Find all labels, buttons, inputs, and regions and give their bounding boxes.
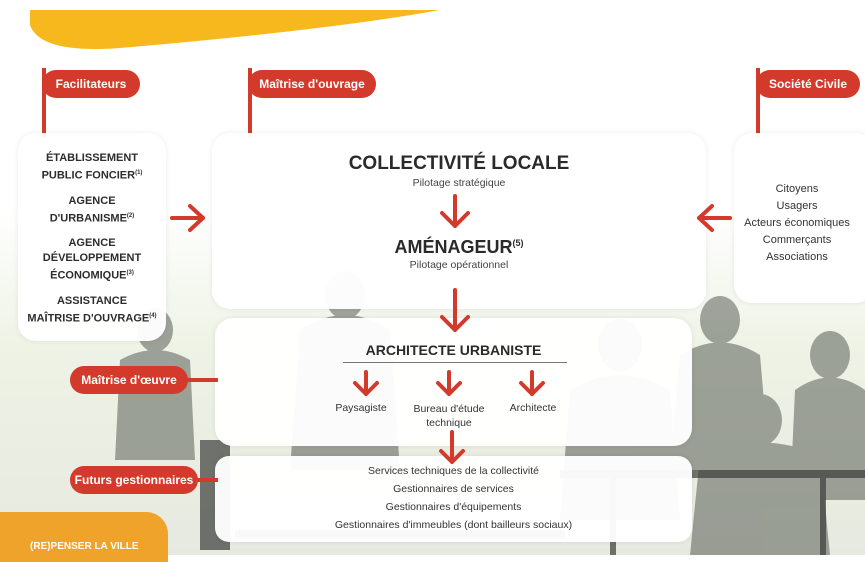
societe-civile-list: Citoyens Usagers Acteurs économiques Com…: [734, 181, 860, 266]
maitrise-ouvrage-flag: Maîtrise d'ouvrage: [248, 70, 376, 98]
architecte-label: Architecte: [509, 402, 557, 414]
list-item: AGENCE DÉVELOPPEMENT ÉCONOMIQUE(3): [42, 237, 142, 282]
facilitateurs-flag: Facilitateurs: [42, 70, 140, 98]
facilitateurs-label: Facilitateurs: [55, 77, 127, 91]
maitrise-oeuvre-connector: [186, 378, 218, 382]
list-item: Commerçants: [762, 234, 832, 246]
futurs-gestionnaires-flag: Futurs gestionnaires: [70, 466, 198, 494]
societe-civile-flag-pole: [756, 68, 760, 138]
yellow-banner-shape: [30, 10, 440, 50]
list-item: ÉTABLISSEMENT PUBLIC FONCIER(1): [41, 152, 143, 182]
arrow-down-icon: [519, 370, 545, 396]
facilitateurs-flag-pole: [42, 68, 46, 138]
list-item: Usagers: [776, 200, 818, 212]
list-item: Citoyens: [775, 183, 819, 195]
collectivite-locale-title: COLLECTIVITÉ LOCALE: [348, 153, 570, 174]
footer-tab-label: (RE)PENSER LA VILLE: [30, 541, 139, 552]
architecte-urbaniste-title: ARCHITECTE URBANISTE: [365, 342, 542, 358]
facilitateurs-box: ÉTABLISSEMENT PUBLIC FONCIER(1) AGENCE D…: [18, 133, 166, 341]
facilitateurs-list: ÉTABLISSEMENT PUBLIC FONCIER(1) AGENCE D…: [18, 151, 166, 327]
arrow-right-icon: [170, 204, 205, 232]
futurs-gestionnaires-connector: [196, 478, 218, 482]
bureau-etude-label: Bureau d'étude technique: [413, 403, 485, 429]
list-item: ASSISTANCE MAÎTRISE D'OUVRAGE(4): [27, 294, 157, 325]
paysagiste-label: Paysagiste: [335, 402, 387, 414]
futurs-gestionnaires-label: Futurs gestionnaires: [74, 473, 194, 487]
gestionnaires-list: Services techniques de la collectivité G…: [215, 462, 692, 534]
divider: [343, 362, 567, 363]
list-item: Gestionnaires d'équipements: [385, 501, 522, 513]
arrow-down-icon: [440, 288, 470, 332]
societe-civile-flag: Société Civile: [756, 70, 860, 98]
societe-civile-box: Citoyens Usagers Acteurs économiques Com…: [734, 133, 865, 303]
list-item: Acteurs économiques: [744, 217, 850, 229]
list-item: Services techniques de la collectivité: [367, 465, 539, 477]
maitrise-oeuvre-flag: Maîtrise d'œuvre: [70, 366, 188, 394]
arrow-down-icon: [439, 430, 465, 464]
maitrise-oeuvre-box: ARCHITECTE URBANISTE Paysagiste Bureau d…: [215, 318, 692, 446]
maitrise-ouvrage-flag-pole: [248, 68, 252, 138]
maitrise-ouvrage-label: Maîtrise d'ouvrage: [259, 77, 365, 91]
list-item: Gestionnaires d'immeubles (dont bailleur…: [334, 519, 573, 531]
maitrise-oeuvre-label: Maîtrise d'œuvre: [81, 373, 177, 387]
pilotage-strategique-label: Pilotage stratégique: [412, 177, 506, 189]
futurs-gestionnaires-box: Services techniques de la collectivité G…: [215, 456, 692, 542]
arrow-left-icon: [697, 204, 732, 232]
arrow-down-icon: [436, 370, 462, 396]
list-item: AGENCE D'URBANISME(2): [49, 194, 135, 225]
pilotage-operationnel-label: Pilotage opérationnel: [409, 259, 509, 271]
amenageur-title: AMÉNAGEUR(5): [394, 237, 524, 257]
list-item: Associations: [766, 251, 828, 263]
list-item: Gestionnaires de services: [393, 483, 514, 495]
footer-tab: (RE)PENSER LA VILLE: [0, 512, 168, 562]
arrow-down-icon: [353, 370, 379, 396]
arrow-down-icon: [440, 194, 470, 228]
societe-civile-label: Société Civile: [768, 77, 848, 91]
